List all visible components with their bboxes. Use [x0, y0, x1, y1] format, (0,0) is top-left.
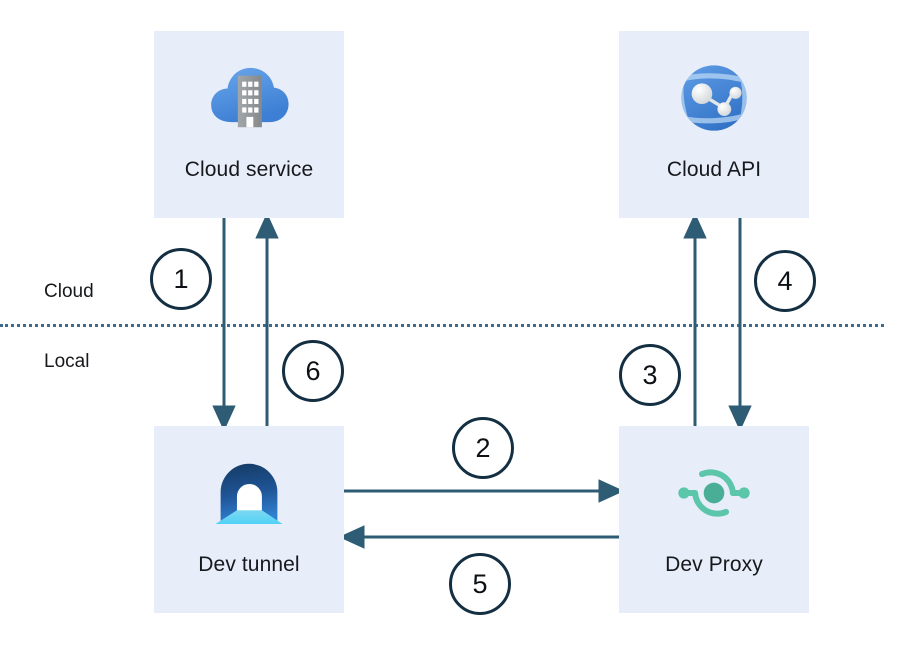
zone-label-local: Local [44, 351, 90, 372]
node-label-cloud-service: Cloud service [184, 158, 314, 181]
globe-network-icon [681, 65, 747, 131]
node-dev-tunnel[interactable]: Dev tunnel [154, 426, 344, 613]
proxy-target-icon [678, 469, 750, 517]
node-cloud-service[interactable]: Cloud service [154, 31, 344, 218]
step-marker-6: 6 [282, 340, 344, 402]
cloud-local-divider [0, 324, 884, 327]
step-marker-2: 2 [452, 417, 514, 479]
node-label-dev-tunnel: Dev tunnel [198, 553, 300, 576]
node-cloud-api[interactable]: Cloud API [619, 31, 809, 218]
node-dev-proxy[interactable]: Dev Proxy [619, 426, 809, 613]
cloud-building-icon [211, 67, 289, 128]
zone-label-cloud: Cloud [44, 281, 94, 302]
node-label-cloud-api: Cloud API [666, 158, 762, 181]
step-marker-5: 5 [449, 553, 511, 615]
step-marker-4: 4 [754, 250, 816, 312]
step-marker-3: 3 [619, 344, 681, 406]
tunnel-icon [215, 463, 283, 524]
node-label-dev-proxy: Dev Proxy [665, 553, 763, 576]
step-marker-1: 1 [150, 248, 212, 310]
